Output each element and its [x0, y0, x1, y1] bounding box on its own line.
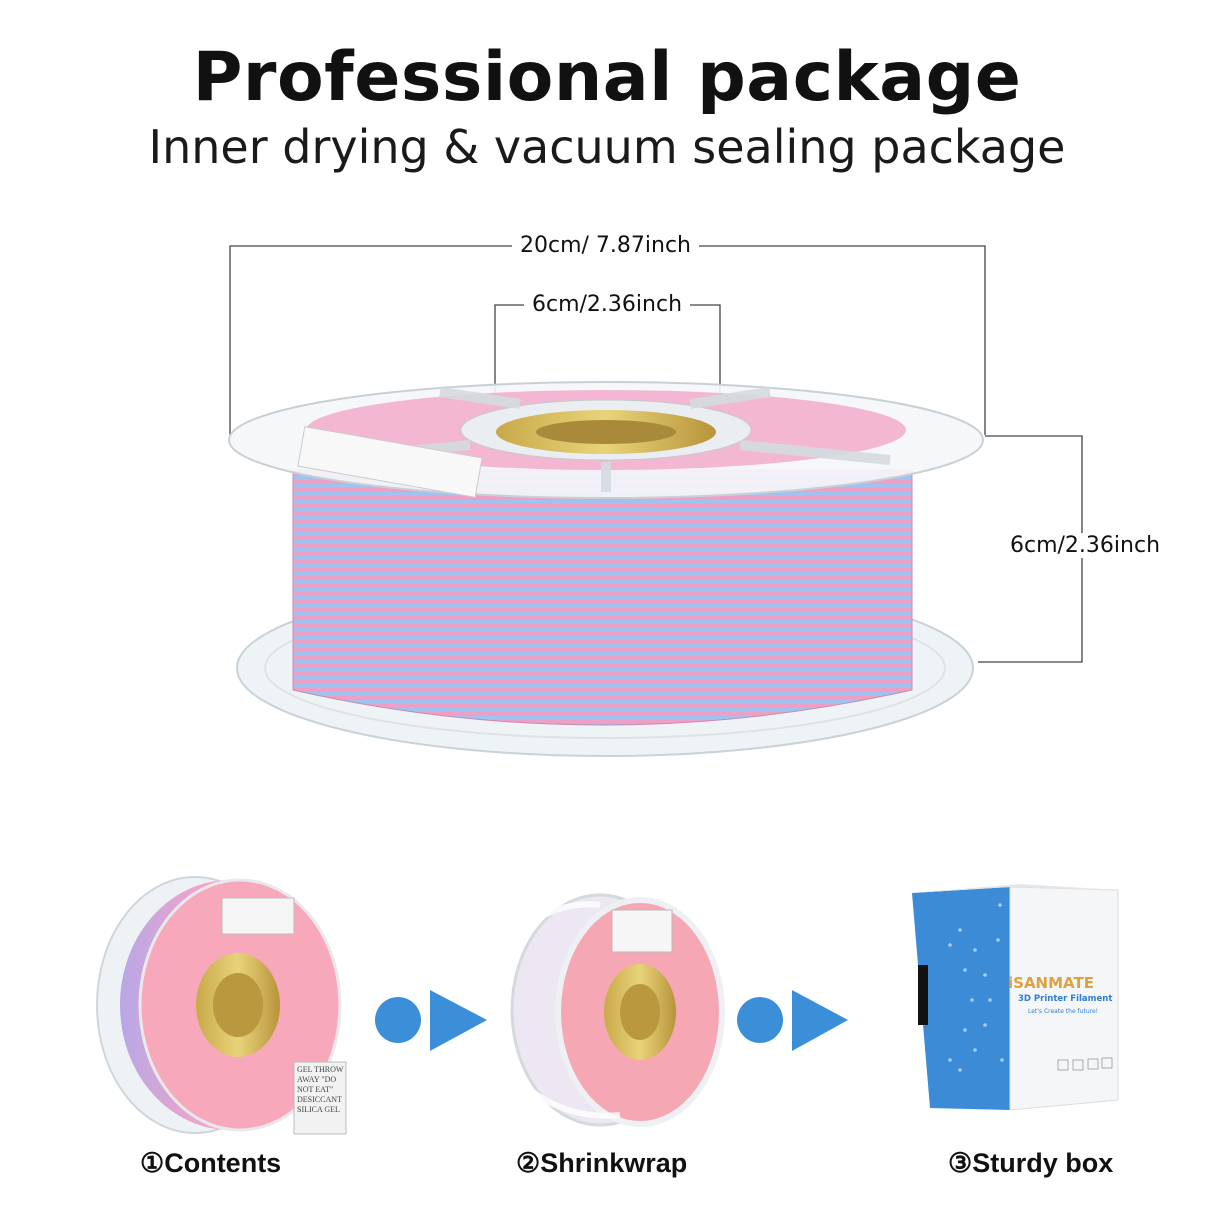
step-shrinkwrap-label: ②Shrinkwrap — [516, 1148, 688, 1178]
box-slogan-text: Let's Create the future! — [1028, 1008, 1098, 1015]
shrinkwrap-spool-image — [510, 893, 725, 1127]
main-spool — [228, 381, 984, 757]
page-title: Professional package — [192, 38, 1022, 117]
contents-spool-image — [96, 876, 347, 1135]
step-box-label: ③Sturdy box — [948, 1148, 1114, 1178]
spool-diameter-label: 20cm/ 7.87inch — [512, 233, 700, 258]
arrow-1-icon — [375, 990, 487, 1051]
spool-width-label: 6cm/2.36inch — [1002, 533, 1169, 558]
page-subtitle: Inner drying & vacuum sealing package — [148, 120, 1066, 174]
hub-diameter-label: 6cm/2.36inch — [524, 292, 691, 317]
desiccant-packet-text: GEL THROW AWAY "DO NOT EAT" DESICCANT SI… — [297, 1065, 344, 1114]
box-image: iSANMATE 3D Printer Filament Let's Creat… — [912, 884, 1119, 1111]
box-brand-logo: iSANMATE — [1008, 974, 1094, 992]
arrow-2-icon — [737, 990, 848, 1051]
box-product-text: 3D Printer Filament — [1018, 994, 1112, 1004]
desiccant-packet — [293, 1061, 347, 1135]
step-contents-label: ①Contents — [140, 1148, 282, 1178]
